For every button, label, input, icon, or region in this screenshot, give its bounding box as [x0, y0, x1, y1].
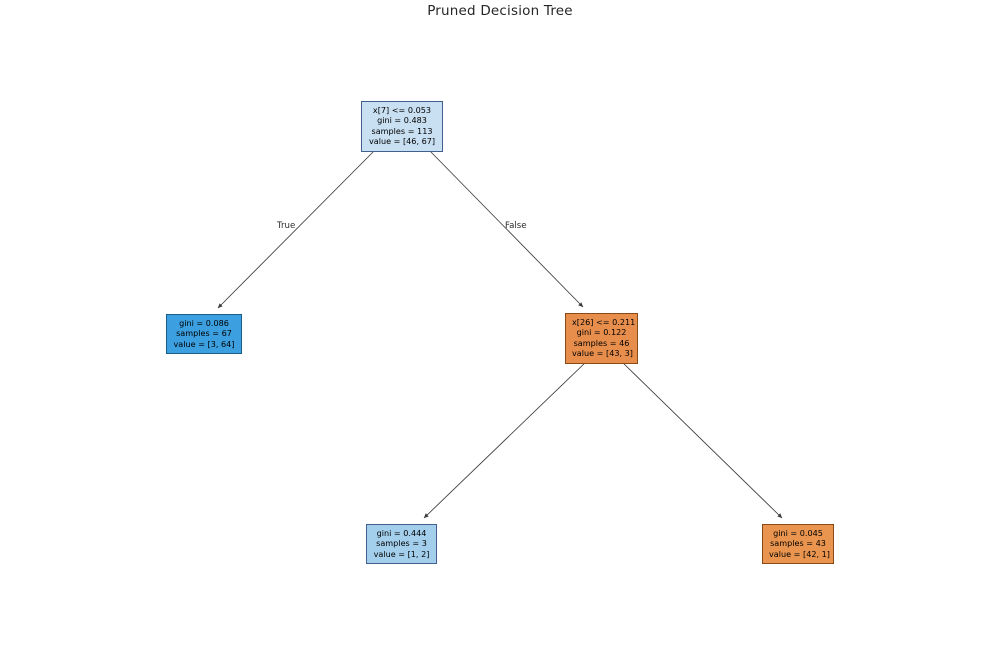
tree-node-root[interactable]: x[7] <= 0.053 gini = 0.483 samples = 113… — [361, 101, 443, 152]
edge-label-false: False — [505, 221, 527, 231]
node-samples: samples = 67 — [176, 328, 232, 339]
node-condition: x[26] <= 0.211 — [572, 317, 636, 327]
node-gini: gini = 0.045 — [773, 528, 823, 538]
node-samples: samples = 113 — [371, 125, 433, 136]
node-value: value = [1, 2] — [373, 548, 430, 559]
node-samples: samples = 43 — [770, 538, 826, 549]
node-samples: samples = 46 — [573, 337, 630, 348]
node-gini: gini = 0.483 — [377, 115, 427, 126]
edge-root-to-right — [428, 149, 584, 308]
tree-node-leaf-right[interactable]: gini = 0.045 samples = 43 value = [42, 1… — [762, 524, 834, 565]
tree-node-leaf-mid[interactable]: gini = 0.444 samples = 3 value = [1, 2] — [366, 524, 437, 565]
node-samples: samples = 3 — [376, 538, 427, 549]
edge-label-true: True — [277, 221, 296, 231]
tree-node-leaf-left[interactable]: gini = 0.086 samples = 67 value = [3, 64… — [166, 314, 242, 355]
tree-node-internal-right[interactable]: x[26] <= 0.211 gini = 0.122 samples = 46… — [565, 313, 638, 364]
node-gini: gini = 0.444 — [376, 528, 427, 538]
node-gini: gini = 0.086 — [179, 318, 229, 328]
node-value: value = [3, 64] — [173, 338, 235, 349]
node-condition: x[7] <= 0.053 — [372, 105, 432, 115]
node-value: value = [46, 67] — [368, 136, 436, 147]
edge-right-to-mid — [423, 359, 589, 519]
edge-root-to-left — [217, 149, 376, 309]
node-value: value = [42, 1] — [769, 548, 830, 559]
page-title: Pruned Decision Tree — [427, 3, 573, 19]
node-value: value = [43, 3] — [572, 348, 633, 359]
edge-right-to-rightleaf — [619, 359, 783, 519]
node-gini: gini = 0.122 — [576, 327, 627, 338]
